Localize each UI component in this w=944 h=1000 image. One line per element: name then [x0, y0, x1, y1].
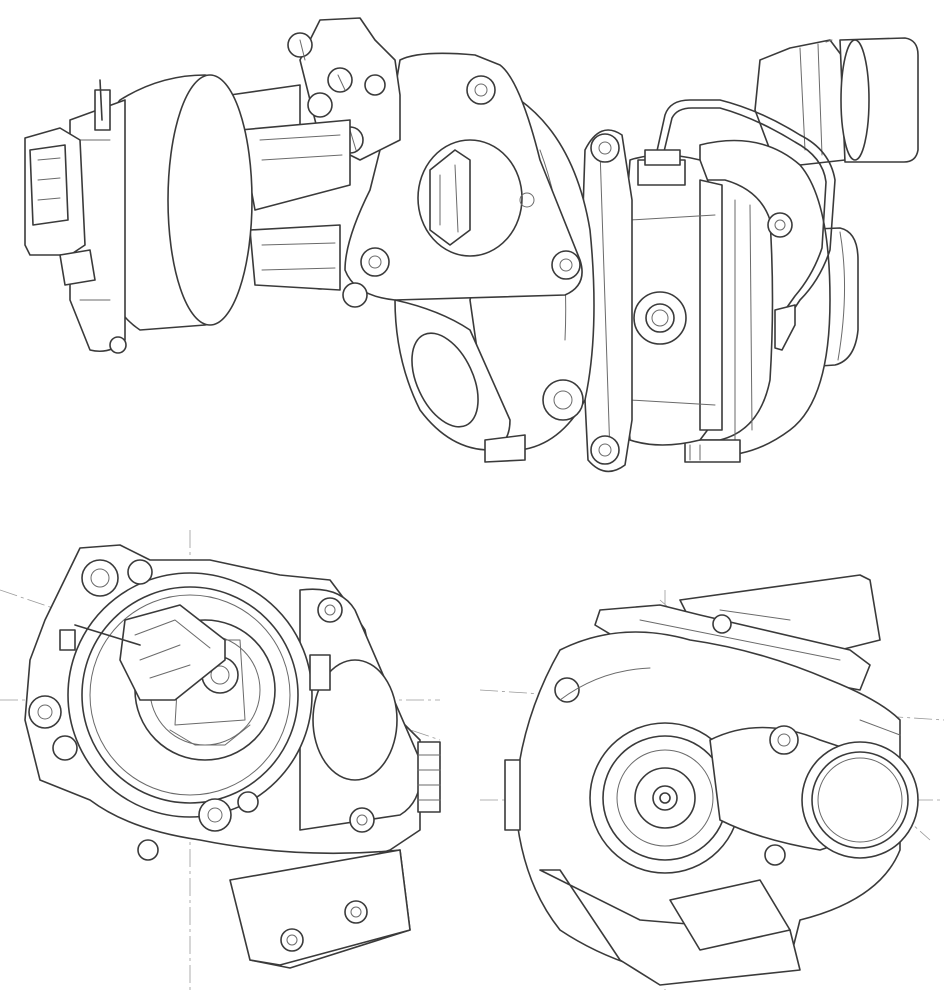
actuator-bracket	[229, 84, 351, 291]
turbine-inlet-flange	[344, 52, 583, 301]
v-band-clamp	[579, 129, 633, 473]
compressor-housing	[684, 139, 831, 463]
center-housing	[619, 149, 723, 446]
turbine-outlet-flange	[394, 299, 526, 463]
compressor-end-view	[479, 574, 944, 990]
oil-feed-line	[654, 99, 836, 351]
position-sensor-connector	[24, 127, 96, 286]
turbine-end-view	[0, 530, 441, 990]
wastegate-actuator	[69, 74, 253, 354]
side-view	[24, 17, 919, 473]
compressor-outlet-pipe	[754, 37, 919, 166]
